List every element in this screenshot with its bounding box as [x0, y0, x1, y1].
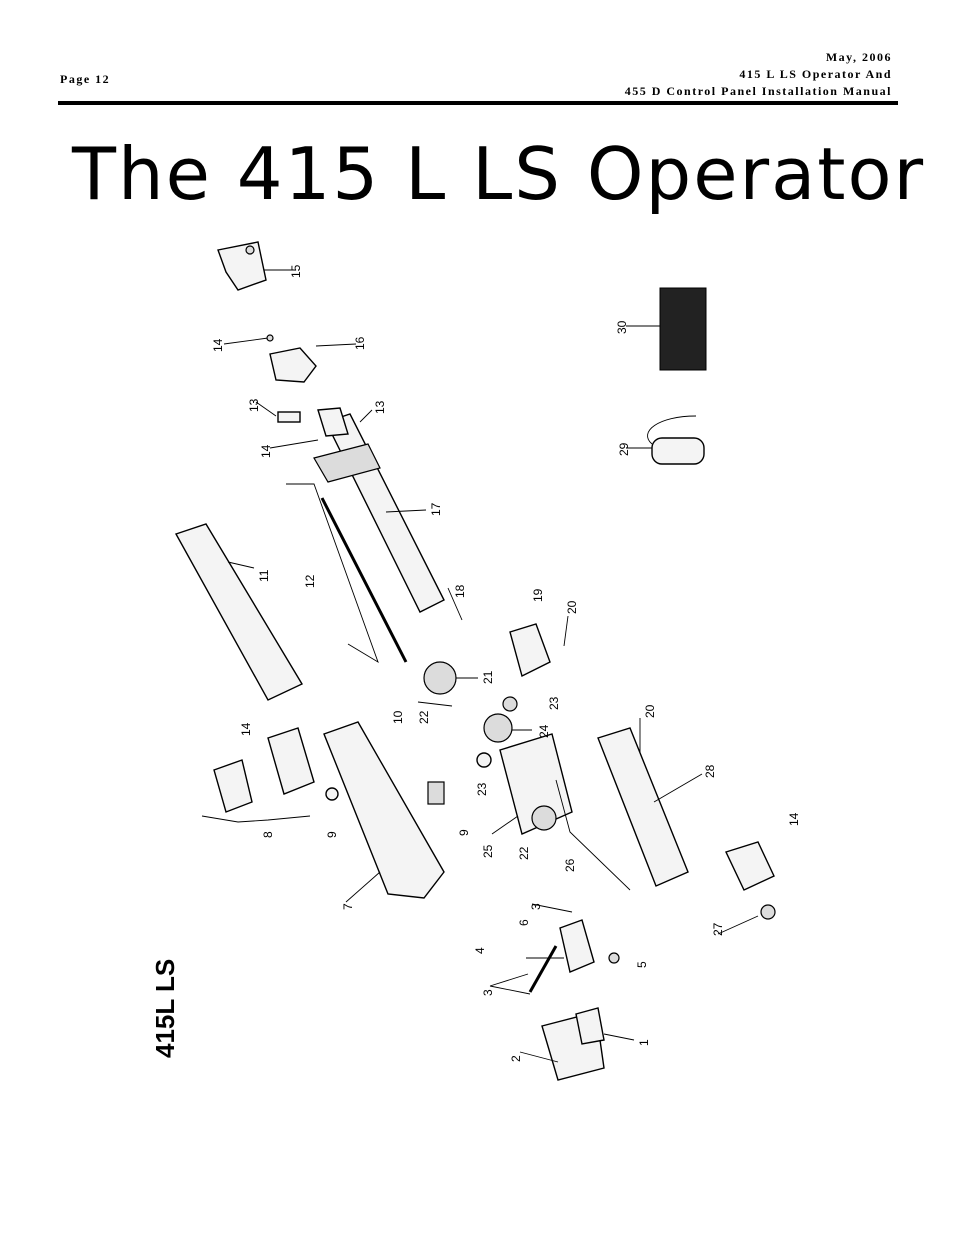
- part-end-bracket-8: [201, 727, 339, 823]
- part-base-bracket-1-2: [519, 1007, 635, 1081]
- part-number-label: 14: [259, 444, 273, 458]
- part-number-label: 10: [391, 710, 405, 724]
- part-number-label: 23: [547, 696, 561, 710]
- part-number-label: 20: [643, 704, 657, 718]
- part-number-label: 1: [637, 1039, 651, 1046]
- part-tube-17: [313, 407, 445, 613]
- part-number-label: 28: [703, 764, 717, 778]
- part-number-label: 30: [615, 320, 629, 334]
- part-number-label: 18: [453, 584, 467, 598]
- part-number-label: 23: [475, 782, 489, 796]
- part-number-label: 4: [473, 947, 487, 954]
- part-number-label: 27: [711, 922, 725, 936]
- part-number-label: 6: [517, 919, 531, 926]
- part-main-housing-7: [323, 721, 445, 903]
- part-number-label: 21: [481, 670, 495, 684]
- header-rule: [58, 101, 898, 105]
- part-capacitor-29: [626, 415, 705, 465]
- part-number-label: 16: [353, 336, 367, 350]
- header-doc-line-1: 415 L LS Operator And: [739, 67, 892, 81]
- part-gasket-26: [555, 779, 631, 891]
- part-number-label: 19: [531, 588, 545, 602]
- part-number-label: 7: [341, 903, 355, 910]
- page-number: Page 12: [60, 72, 111, 86]
- part-number-label: 22: [517, 846, 531, 860]
- part-number-label: 13: [373, 400, 387, 414]
- part-number-label: 3: [529, 903, 543, 910]
- header-doc-line-2: 455 D Control Panel Installation Manual: [624, 84, 892, 98]
- header-date: May, 2006: [825, 50, 892, 64]
- part-screw-14-top: [223, 334, 274, 345]
- part-number-label: 20: [565, 600, 579, 614]
- part-group-18-21: [423, 587, 569, 695]
- part-number-label: 25: [481, 844, 495, 858]
- part-pin-9: [427, 781, 445, 805]
- part-number-label: 29: [617, 442, 631, 456]
- part-motor-25: [491, 733, 573, 835]
- part-number-label: 11: [257, 569, 271, 582]
- part-number-label: 24: [537, 724, 551, 738]
- part-terminal-27: [717, 841, 776, 935]
- part-number-label: 14: [239, 722, 253, 736]
- part-cover-11: [174, 523, 303, 701]
- model-label: 415L LS: [150, 959, 180, 1058]
- part-cap-16: [269, 343, 357, 383]
- exploded-parts-diagram: 15 14 16 13 13 14 30 29 17 11 12 18 19 2…: [118, 222, 828, 1162]
- part-screw-rod-12: [286, 483, 408, 664]
- part-number-label: 22: [417, 710, 431, 724]
- part-label-30: [626, 287, 707, 371]
- part-number-label: 2: [509, 1055, 523, 1062]
- part-number-label: 8: [261, 831, 275, 838]
- part-group-22-24: [417, 696, 532, 768]
- diagram-svg: 15 14 16 13 13 14 30 29 17 11 12 18 19 2…: [150, 241, 801, 1081]
- part-number-label: 5: [635, 961, 649, 968]
- part-number-label: 3: [481, 989, 495, 996]
- part-number-label: 17: [429, 502, 443, 516]
- part-number-label: 12: [303, 574, 317, 588]
- part-number-label: 15: [289, 264, 303, 278]
- part-number-label: 13: [247, 398, 261, 412]
- part-group-3-6: [489, 903, 620, 995]
- part-number-label: 9: [457, 829, 471, 836]
- part-bracket-15: [217, 241, 296, 291]
- part-housing-28: [597, 718, 703, 887]
- part-pins-13: [255, 401, 373, 423]
- page-title: The 415 L LS Operator: [72, 132, 926, 216]
- part-number-label: 14: [787, 812, 801, 826]
- part-number-labels: 15 14 16 13 13 14 30 29 17 11 12 18 19 2…: [211, 264, 801, 1062]
- part-number-label: 26: [563, 858, 577, 872]
- part-number-label: 9: [325, 831, 339, 838]
- part-screw-14-leader: [269, 439, 319, 449]
- part-number-label: 14: [211, 338, 225, 352]
- document-header: May, 2006 415 L LS Operator And 455 D Co…: [625, 49, 892, 100]
